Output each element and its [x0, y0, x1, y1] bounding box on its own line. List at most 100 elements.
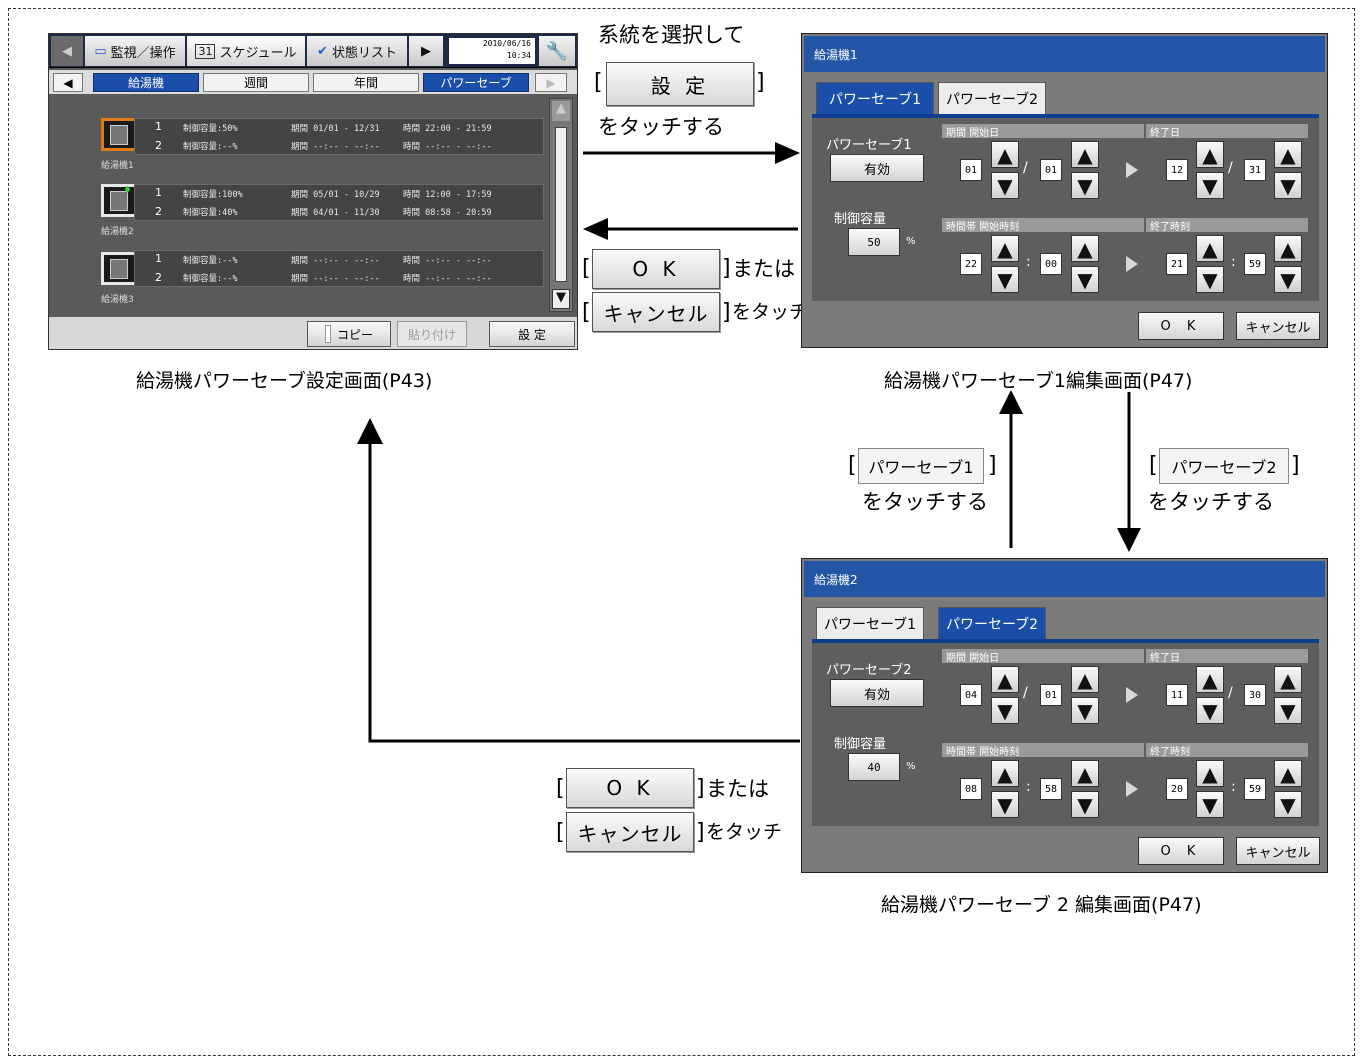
start-day-up[interactable]: ▲ [1071, 666, 1099, 693]
set-button[interactable]: 設 定 [489, 321, 575, 347]
start-hour-value[interactable]: 08 [960, 778, 982, 800]
end-day-up[interactable]: ▲ [1274, 666, 1302, 693]
start-month-up[interactable]: ▲ [991, 141, 1019, 168]
slash: / [1023, 685, 1028, 701]
tab-power-save-1[interactable]: パワーセーブ1 [816, 82, 934, 115]
start-hour-down[interactable]: ▼ [991, 791, 1019, 818]
end-day-down[interactable]: ▼ [1274, 172, 1302, 199]
tab-underline [812, 639, 1319, 643]
end-min-down[interactable]: ▼ [1274, 266, 1302, 293]
end-day-value[interactable]: 31 [1244, 159, 1266, 181]
end-month-down[interactable]: ▼ [1196, 697, 1224, 724]
unit3-icon[interactable] [101, 252, 137, 285]
start-month-up[interactable]: ▲ [991, 666, 1019, 693]
unit2-icon[interactable]: ♦ [101, 184, 137, 217]
scroll-down-button[interactable]: ▼ [552, 289, 570, 309]
tab-prev[interactable]: ◀ [53, 73, 83, 92]
time-end-header: 終了時刻 [1146, 218, 1308, 233]
tab-weekly[interactable]: 週間 [203, 73, 309, 92]
start-min-down[interactable]: ▼ [1071, 791, 1099, 818]
tab-power-save[interactable]: パワーセーブ [423, 73, 529, 92]
start-month-value[interactable]: 01 [960, 159, 982, 181]
start-min-up[interactable]: ▲ [1071, 235, 1099, 262]
start-min-down[interactable]: ▼ [1071, 266, 1099, 293]
control-capacity-label: 制御容量 [834, 737, 887, 752]
end-hour-value[interactable]: 20 [1166, 778, 1188, 800]
start-hour-up[interactable]: ▲ [991, 760, 1019, 787]
start-day-value[interactable]: 01 [1040, 684, 1062, 706]
unit3-rows[interactable]: 1 制御容量:--% 期間 --:-- - --:-- 時間 --:-- - -… [134, 250, 544, 287]
start-day-down[interactable]: ▼ [1071, 172, 1099, 199]
end-hour-up[interactable]: ▲ [1196, 760, 1224, 787]
start-hour-up[interactable]: ▲ [991, 235, 1019, 262]
ok-button[interactable]: O K [1138, 837, 1224, 865]
end-day-up[interactable]: ▲ [1274, 141, 1302, 168]
enable-button[interactable]: 有効 [830, 679, 924, 707]
capacity-value[interactable]: 50 [848, 228, 900, 256]
cancel-button[interactable]: キャンセル [1236, 837, 1320, 865]
forward-nav-button[interactable]: ▶ [409, 36, 443, 66]
wrench-icon[interactable]: 🔧 [539, 36, 575, 66]
unit2-rows[interactable]: 1 制御容量:100% 期間 05/01 - 10/29 時間 12:00 - … [134, 184, 544, 221]
start-day-value[interactable]: 01 [1040, 159, 1062, 181]
unit2-name: 給湯機2 [101, 227, 134, 237]
tab-underline [812, 114, 1319, 118]
end-hour-down[interactable]: ▼ [1196, 266, 1224, 293]
start-month-down[interactable]: ▼ [991, 697, 1019, 724]
start-month-down[interactable]: ▼ [991, 172, 1019, 199]
end-min-up[interactable]: ▲ [1274, 760, 1302, 787]
end-hour-down[interactable]: ▼ [1196, 791, 1224, 818]
paste-button[interactable]: 貼り付け [397, 321, 467, 347]
end-hour-up[interactable]: ▲ [1196, 235, 1224, 262]
end-hour-value[interactable]: 21 [1166, 253, 1188, 275]
unit3-name: 給湯機3 [101, 295, 134, 305]
start-min-value[interactable]: 58 [1040, 778, 1062, 800]
tab-units[interactable]: 給湯機 [93, 73, 199, 92]
cancel-button[interactable]: キャンセル [1236, 312, 1320, 340]
or-text-2: または [706, 777, 769, 801]
back-nav-button[interactable]: ◀ [51, 36, 83, 66]
end-month-value[interactable]: 11 [1166, 684, 1188, 706]
end-month-down[interactable]: ▼ [1196, 172, 1224, 199]
instr-cancel-button: キャンセル [592, 292, 720, 332]
start-day-down[interactable]: ▼ [1071, 697, 1099, 724]
tab-annual[interactable]: 年間 [313, 73, 419, 92]
tab-power-save-2[interactable]: パワーセーブ2 [938, 607, 1046, 640]
start-min-up[interactable]: ▲ [1071, 760, 1099, 787]
scroll-up-button[interactable]: ▲ [552, 101, 570, 121]
tab-power-save-1[interactable]: パワーセーブ1 [816, 607, 924, 640]
scrollbar[interactable]: ▲ ▼ [549, 98, 573, 312]
tab-next[interactable]: ▶ [535, 73, 567, 92]
status-list-tab[interactable]: ✔状態リスト [307, 36, 407, 66]
end-month-up[interactable]: ▲ [1196, 141, 1224, 168]
scroll-thumb[interactable] [555, 127, 567, 282]
end-month-up[interactable]: ▲ [1196, 666, 1224, 693]
tab-power-save-2[interactable]: パワーセーブ2 [938, 82, 1046, 115]
row-hours: 時間 --:-- - --:-- [403, 256, 492, 266]
capacity-value[interactable]: 40 [848, 753, 900, 781]
ok-button[interactable]: O K [1138, 312, 1224, 340]
arrow-head-main [357, 418, 383, 444]
bracket-right: ] [722, 256, 731, 281]
copy-button[interactable]: コピー [307, 321, 391, 347]
start-min-value[interactable]: 00 [1040, 253, 1062, 275]
start-day-up[interactable]: ▲ [1071, 141, 1099, 168]
dialog2-caption: 給湯機パワーセーブ 2 編集画面(P47) [881, 894, 1202, 916]
touch-text: をタッチする [598, 115, 724, 139]
start-month-value[interactable]: 04 [960, 684, 982, 706]
unit1-rows[interactable]: 1 制御容量:50% 期間 01/01 - 12/31 時間 22:00 - 2… [134, 118, 544, 155]
end-min-value[interactable]: 59 [1244, 778, 1266, 800]
end-day-value[interactable]: 30 [1244, 684, 1266, 706]
end-min-value[interactable]: 59 [1244, 253, 1266, 275]
end-month-value[interactable]: 12 [1166, 159, 1188, 181]
monitor-tab[interactable]: ▭監視／操作 [85, 36, 185, 66]
start-hour-down[interactable]: ▼ [991, 266, 1019, 293]
bracket-left: [ [1149, 453, 1158, 478]
end-min-down[interactable]: ▼ [1274, 791, 1302, 818]
unit1-icon[interactable] [101, 118, 137, 151]
start-hour-value[interactable]: 22 [960, 253, 982, 275]
end-day-down[interactable]: ▼ [1274, 697, 1302, 724]
end-min-up[interactable]: ▲ [1274, 235, 1302, 262]
enable-button[interactable]: 有効 [830, 154, 924, 182]
